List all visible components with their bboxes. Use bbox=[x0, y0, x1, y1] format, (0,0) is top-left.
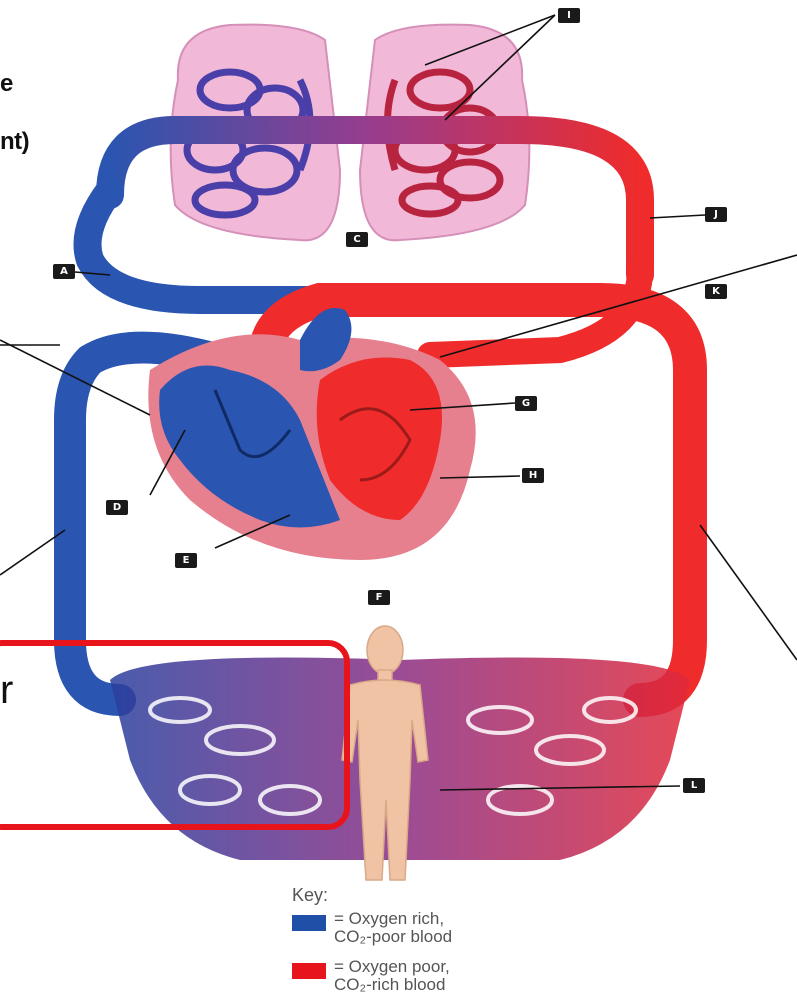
key: Key: = Oxygen rich, CO₂-poor blood = Oxy… bbox=[292, 885, 522, 1002]
label-e: E bbox=[175, 553, 197, 568]
label-c: C bbox=[346, 232, 368, 247]
cropped-text-2: nt) bbox=[0, 128, 29, 156]
label-g: G bbox=[515, 396, 537, 411]
cropped-text-1: e bbox=[0, 70, 13, 98]
callout-box bbox=[0, 640, 350, 830]
key-title: Key: bbox=[292, 885, 522, 906]
label-h: H bbox=[522, 468, 544, 483]
key-swatch-blue bbox=[292, 915, 326, 931]
key-item-red: = Oxygen poor, CO₂-rich blood bbox=[292, 958, 522, 1002]
label-a: A bbox=[53, 264, 75, 279]
key-item-blue: = Oxygen rich, CO₂-poor blood bbox=[292, 910, 522, 954]
label-i: I bbox=[558, 8, 580, 23]
key-text-blue: = Oxygen rich, CO₂-poor blood bbox=[334, 910, 452, 946]
label-d: D bbox=[106, 500, 128, 515]
callout-text: r bbox=[0, 668, 13, 713]
label-k: K bbox=[705, 284, 727, 299]
label-j: J bbox=[705, 207, 727, 222]
key-text-red: = Oxygen poor, CO₂-rich blood bbox=[334, 958, 450, 994]
label-f: F bbox=[368, 590, 390, 605]
label-l: L bbox=[683, 778, 705, 793]
key-swatch-red bbox=[292, 963, 326, 979]
